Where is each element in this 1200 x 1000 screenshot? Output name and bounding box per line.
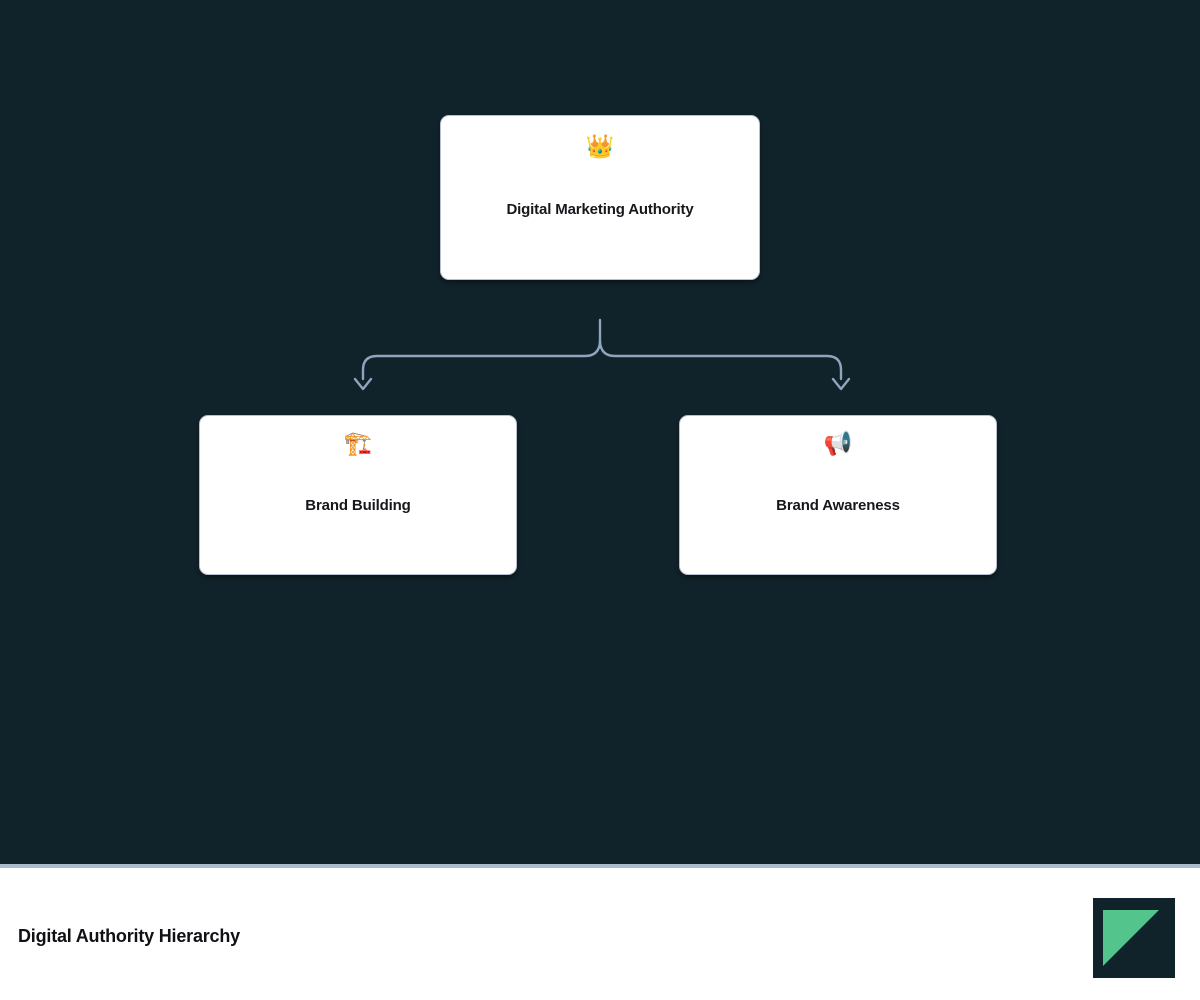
node-brand-awareness[interactable]: 📢 Brand Awareness	[679, 415, 997, 575]
node-digital-marketing-authority[interactable]: 👑 Digital Marketing Authority	[440, 115, 760, 280]
footer-title: Digital Authority Hierarchy	[18, 926, 240, 946]
node-label: Brand Building	[305, 497, 411, 514]
arrowhead-right-icon	[831, 377, 851, 391]
crown-icon: 👑	[585, 134, 615, 160]
node-label: Digital Marketing Authority	[506, 201, 694, 218]
footer-bar: Digital Authority Hierarchy	[0, 864, 1200, 1000]
edge-to-brand-building	[361, 340, 602, 381]
megaphone-icon: 📢	[823, 431, 853, 457]
node-brand-building[interactable]: 🏗️ Brand Building	[199, 415, 517, 575]
arrowhead-left-icon	[353, 377, 373, 391]
construction-crane-icon: 🏗️	[343, 431, 373, 457]
node-label: Brand Awareness	[776, 497, 900, 514]
logo-triangle-icon	[1103, 910, 1159, 966]
diagram-canvas: 👑 Digital Marketing Authority 🏗️ Brand B…	[0, 0, 1200, 864]
edge-to-brand-awareness	[598, 340, 843, 381]
brand-logo	[1093, 898, 1175, 978]
